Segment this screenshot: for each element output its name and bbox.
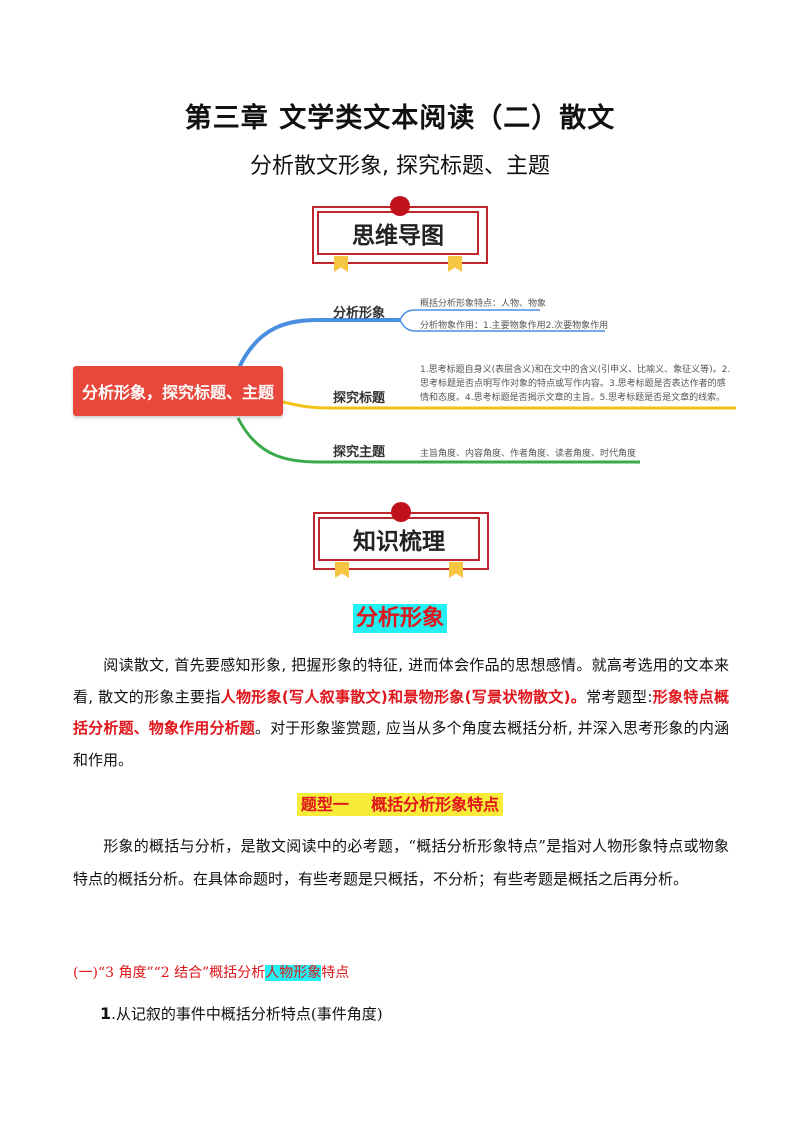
branch-explore-title: 探究标题 [333, 391, 386, 406]
intro-text-1: 阅读散文, 首先要感知形象, 把握形象的特征, 进而体会作品的思想感情。就高考选… [73, 656, 729, 706]
leaf-line-analyze [399, 309, 540, 321]
leaf-title-1: 1.思考标题自身义(表层含义)和在文中的含义(引申义、比喻义、象征义等)。2.思… [420, 365, 731, 403]
branch-explore-theme: 探究主题 [333, 445, 386, 460]
banner-knowledge: 知识梳理 [313, 502, 489, 578]
type-paragraph-text: 形象的概括与分析，是散文阅读中的必考题，“概括分析形象特点”是指对人物形象特点或… [73, 837, 729, 888]
mind-map-root: 分析形象，探究标题、主题 [73, 366, 283, 416]
ribbon-icon [335, 562, 349, 578]
ribbon-icon [448, 256, 462, 272]
banner-mind-map: 思维导图 [312, 196, 488, 272]
intro-paragraph: 阅读散文, 首先要感知形象, 把握形象的特征, 进而体会作品的思想感情。就高考选… [73, 650, 729, 776]
intro-text-3: 。对于形象鉴赏题, 应当从多个角度去概括分析, 并深入思考形象的内涵和作用。 [73, 719, 729, 769]
subheading-one-suffix: 特点 [321, 965, 350, 981]
intro-emph-1: 人物形象(写人叙事散文)和景物形象(写景状物散文)。 [220, 687, 587, 706]
branch-line-title [282, 400, 736, 410]
leaf-theme-1: 主旨角度、内容角度、作者角度、读者角度、时代角度 [420, 449, 637, 459]
type-heading: 题型一 概括分析形象特点 [0, 791, 800, 816]
branch-line-theme [236, 417, 640, 464]
branch-line-analyze [236, 318, 400, 371]
page-subtitle: 分析散文形象, 探究标题、主题 [250, 154, 550, 179]
ribbon-icon [334, 256, 348, 272]
point-text: .从记叙的事件中概括分析特点(事件角度) [111, 1005, 383, 1023]
point-number: 1 [100, 1004, 112, 1023]
subheading-one-highlight: 人物形象 [265, 965, 322, 981]
subheading-one-prefix: (一)“3 角度”“2 结合”概括分析 [73, 965, 266, 981]
intro-emph-2: 形象特点概括分析题、物象作用分析题 [73, 687, 729, 738]
type-heading-text: 题型一 概括分析形象特点 [296, 793, 504, 816]
mind-map-connectors [236, 309, 736, 464]
subheading-point-1: 1.从记叙的事件中概括分析特点(事件角度) [100, 1003, 383, 1024]
leaf-analyze-2: 分析物象作用：1.主要物象作用2.次要物象作用 [420, 321, 609, 331]
pin-icon [391, 502, 411, 522]
section-heading: 分析形象 [0, 600, 800, 633]
type-paragraph: 形象的概括与分析，是散文阅读中的必考题，“概括分析形象特点”是指对人物形象特点或… [73, 830, 729, 896]
banner-knowledge-label: 知识梳理 [318, 517, 480, 561]
leaf-analyze-1: 概括分析形象特点：人物、物象 [420, 299, 547, 309]
subheading-one: (一)“3 角度”“2 结合”概括分析人物形象特点 [73, 962, 349, 982]
pin-icon [390, 196, 410, 216]
branch-analyze-image: 分析形象 [333, 306, 386, 321]
page-title: 第三章 文学类文本阅读（二）散文 [184, 103, 616, 134]
section-heading-text: 分析形象 [352, 604, 447, 633]
ribbon-icon [449, 562, 463, 578]
banner-mind-map-label: 思维导图 [317, 211, 479, 255]
leaf-line-analyze-2 [399, 319, 605, 332]
intro-text-2: 常考题型: [586, 687, 653, 706]
